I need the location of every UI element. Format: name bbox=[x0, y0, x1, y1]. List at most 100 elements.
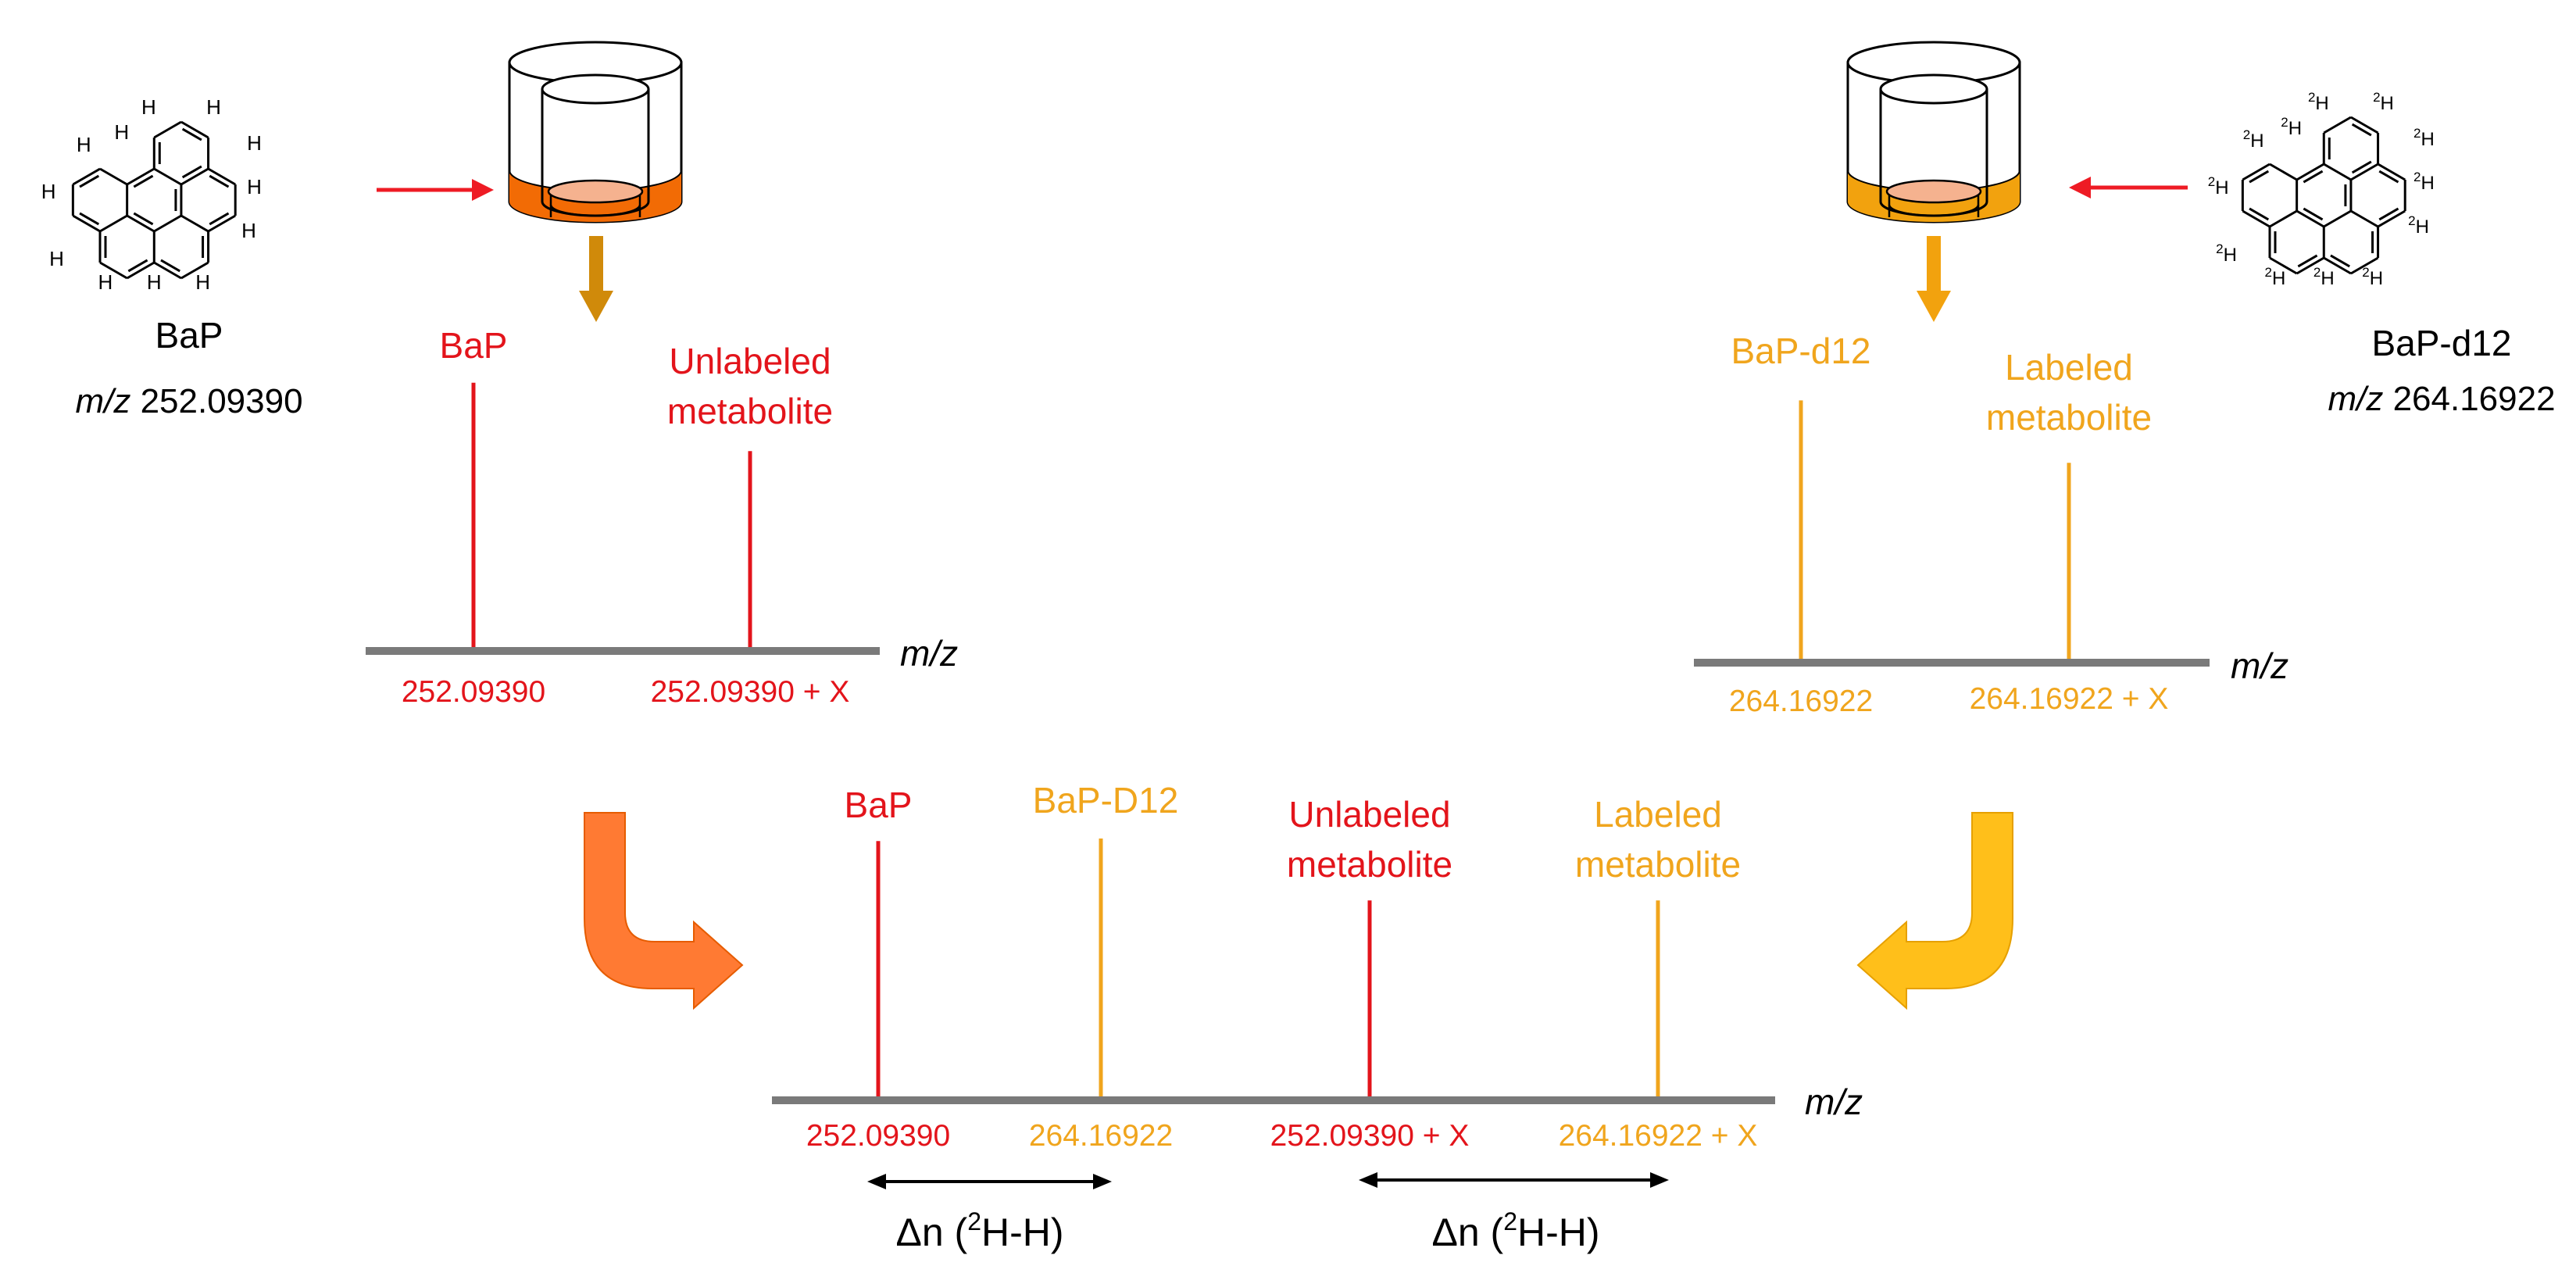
left-tick-bap: 252.09390 bbox=[402, 675, 545, 709]
combined-label-labeled-1: Labeled bbox=[1594, 794, 1722, 835]
delta-label-2-prefix: Δn ( bbox=[1431, 1210, 1503, 1254]
gold-arrow-down-icon bbox=[579, 236, 613, 322]
combined-label-bap: BaP bbox=[845, 785, 913, 825]
bond bbox=[2296, 163, 2325, 181]
bond bbox=[99, 167, 128, 186]
bond bbox=[2269, 163, 2298, 181]
bond bbox=[180, 167, 209, 186]
double-bond bbox=[2351, 160, 2372, 174]
bond bbox=[2323, 116, 2352, 134]
hydrogen-label: H bbox=[247, 175, 262, 198]
left-spectrum: BaP Unlabeled metabolite 252.09390 252.0… bbox=[366, 325, 958, 709]
bond bbox=[2323, 163, 2352, 181]
double-bond bbox=[2303, 207, 2324, 221]
bond bbox=[153, 167, 182, 186]
bond bbox=[72, 167, 101, 186]
bond bbox=[72, 214, 101, 233]
double-bond bbox=[209, 212, 230, 226]
isotope-superscript: 2 bbox=[2281, 115, 2288, 130]
deuterium-label: 2H bbox=[2281, 115, 2302, 139]
right-peak-label-labeled-1: Labeled bbox=[2005, 347, 2133, 388]
combined-axis-label: m/z bbox=[1805, 1082, 1863, 1122]
double-bond bbox=[2378, 207, 2399, 221]
deuterium-label: 2H bbox=[2413, 126, 2435, 150]
bap-mz-value: 252.09390 bbox=[141, 382, 303, 420]
atom-symbol: H bbox=[2315, 93, 2328, 114]
left-peak-label-unlabeled-1: Unlabeled bbox=[669, 341, 831, 381]
bap-structure bbox=[71, 120, 237, 280]
atom-symbol: H bbox=[2321, 268, 2334, 289]
left-axis-label: m/z bbox=[900, 633, 958, 674]
double-bond bbox=[181, 127, 202, 141]
atom-symbol: H bbox=[2381, 93, 2394, 114]
atom-symbol: H bbox=[2370, 268, 2383, 289]
deuterium-label: 2H bbox=[2308, 90, 2329, 114]
bond bbox=[180, 261, 209, 280]
delta-label-1-prefix: Δn ( bbox=[895, 1210, 967, 1254]
delta-label-2: Δn (2H-H) bbox=[1431, 1207, 1599, 1254]
bond bbox=[207, 214, 236, 233]
double-bond bbox=[127, 259, 148, 273]
combined-label-labeled-2: metabolite bbox=[1575, 844, 1741, 885]
bond bbox=[126, 261, 155, 280]
isotope-superscript: 2 bbox=[2216, 241, 2223, 256]
right-tick-bap-d12: 264.16922 bbox=[1729, 685, 1873, 718]
double-bond bbox=[160, 259, 180, 273]
isotope-superscript: 2 bbox=[2408, 213, 2415, 228]
right-tick-labeled: 264.16922 + X bbox=[1970, 682, 2169, 716]
deuterium-label: 2H bbox=[2243, 127, 2264, 152]
delta-label-2-suffix: H-H) bbox=[1517, 1210, 1600, 1254]
isotope-superscript: 2 bbox=[2362, 265, 2369, 280]
hydrogen-label: H bbox=[247, 131, 262, 155]
double-bond bbox=[79, 212, 100, 226]
combined-tick-unlabeled: 252.09390 + X bbox=[1270, 1119, 1470, 1153]
bond bbox=[2296, 256, 2325, 275]
bap-d12-mz-value: 264.16922 bbox=[2393, 380, 2556, 418]
combined-label-bap-d12: BaP-D12 bbox=[1033, 780, 1179, 821]
delta-label-1: Δn (2H-H) bbox=[895, 1207, 1063, 1254]
atom-symbol: H bbox=[2421, 173, 2435, 194]
double-bond bbox=[2249, 207, 2270, 221]
right-axis-label: m/z bbox=[2231, 645, 2288, 686]
bond bbox=[2377, 209, 2406, 228]
bap-d12-compound-name: BaP-d12 bbox=[2371, 323, 2511, 363]
deuterium-label: 2H bbox=[2216, 241, 2237, 266]
bond bbox=[126, 167, 155, 186]
bond bbox=[2242, 163, 2271, 181]
combined-label-unlabeled-2: metabolite bbox=[1287, 844, 1452, 885]
bap-d12-structure bbox=[2241, 116, 2406, 275]
bond bbox=[207, 167, 236, 186]
bond bbox=[2323, 209, 2352, 228]
bond bbox=[2350, 116, 2379, 134]
deuterium-label: 2H bbox=[2362, 265, 2383, 289]
deuterium-label: 2H bbox=[2313, 265, 2335, 289]
double-bond bbox=[2249, 170, 2270, 184]
hydrogen-label: H bbox=[241, 219, 256, 242]
atom-symbol: H bbox=[2272, 268, 2285, 289]
hydrogen-label: H bbox=[77, 133, 91, 156]
curved-arrow-right-icon bbox=[1856, 812, 2013, 1010]
double-bond bbox=[181, 165, 202, 179]
bap-d12-mass: m/z 264.16922 bbox=[2328, 380, 2555, 418]
isotope-superscript: 2 bbox=[2413, 126, 2421, 141]
combined-spectrum: BaP BaP-D12 Unlabeled metabolite Labeled… bbox=[772, 780, 1863, 1254]
bond bbox=[153, 214, 182, 233]
bond bbox=[2269, 256, 2298, 275]
hydrogen-label: H bbox=[147, 270, 162, 294]
isotope-superscript: 2 bbox=[2243, 127, 2250, 142]
orange-arrow-down-icon bbox=[1917, 236, 1951, 322]
bond bbox=[2242, 209, 2271, 228]
double-bond bbox=[2297, 254, 2318, 268]
double-bond bbox=[79, 174, 100, 188]
bond bbox=[2296, 209, 2325, 228]
bond bbox=[99, 214, 128, 233]
curved-arrow-left-icon bbox=[584, 812, 744, 1010]
bond bbox=[153, 120, 182, 139]
atom-symbol: H bbox=[2224, 245, 2237, 266]
bond bbox=[153, 261, 182, 280]
isotope-superscript: 2 bbox=[2208, 174, 2215, 189]
double-bond bbox=[2351, 123, 2372, 137]
isotope-superscript: 2 bbox=[2313, 265, 2321, 280]
